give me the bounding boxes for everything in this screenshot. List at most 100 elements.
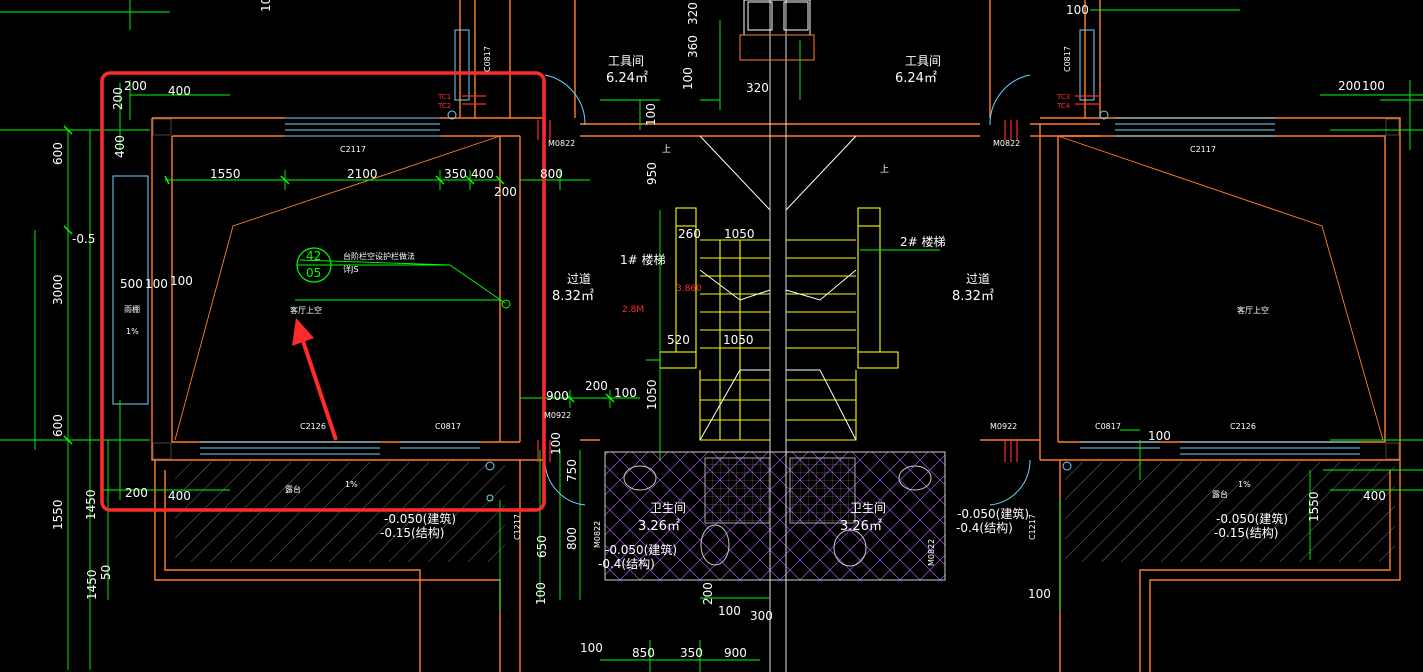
elevation-28: 2.8M bbox=[622, 305, 644, 315]
tag-m0922-left: M0922 bbox=[544, 411, 571, 420]
terrace-arch-left: -0.050(建筑) bbox=[384, 511, 456, 526]
slope-label-terrace: 1% bbox=[345, 480, 358, 489]
terrace-struct-left: -0.15(结构) bbox=[380, 525, 444, 540]
shower-tile-left bbox=[704, 457, 771, 524]
dim-1550r: 1550 bbox=[1307, 491, 1321, 522]
stair-dim-520: 520 bbox=[667, 333, 690, 347]
dim-320b: 320 bbox=[746, 81, 769, 95]
dim-400c: 400 bbox=[168, 489, 191, 503]
terrace-left-label: 露台 bbox=[285, 484, 301, 494]
center-axis bbox=[769, 0, 787, 672]
tag-c0817-left: C0817 bbox=[435, 422, 461, 431]
stair-dim-1050-top: 1050 bbox=[724, 227, 755, 241]
dim-360: 360 bbox=[686, 35, 700, 58]
stair-up-left: 上 bbox=[662, 144, 671, 155]
dim-100a: 100 bbox=[145, 277, 168, 291]
chimney bbox=[739, 0, 815, 61]
tag-tc3: TC3 bbox=[1056, 93, 1070, 101]
corridor-right-name: 过道 bbox=[966, 272, 990, 286]
dim-200f: 200 bbox=[125, 486, 148, 500]
dim-650: 650 bbox=[535, 535, 549, 558]
highlight-box[interactable] bbox=[100, 71, 546, 512]
stair-1-label: 1# 楼梯 bbox=[620, 252, 666, 267]
dim-600b: 600 bbox=[51, 414, 65, 437]
tag-c0817-top-left: C0817 bbox=[483, 46, 492, 72]
dim-600a: 600 bbox=[51, 142, 65, 165]
living-void-left: 客厅上空 bbox=[290, 305, 322, 315]
tool-room-left-name: 工具间 bbox=[608, 54, 644, 68]
dim-200a: 200 bbox=[124, 79, 147, 93]
dim-100r3: 100 bbox=[1028, 587, 1051, 601]
dim-50: 50 bbox=[99, 565, 113, 580]
dim-500: 500 bbox=[120, 277, 143, 291]
stair-2-label: 2# 楼梯 bbox=[900, 234, 946, 249]
sink-left bbox=[623, 465, 657, 491]
bath-right-name: 卫生间 bbox=[850, 501, 886, 515]
dim-350: 350 bbox=[444, 167, 467, 181]
dim-200r: 200 bbox=[1338, 79, 1361, 93]
dim-200c: 200 bbox=[494, 185, 517, 199]
wall-hatch bbox=[152, 118, 1400, 460]
dim-1050v: 1050 bbox=[645, 379, 659, 410]
bath-right-area: 3.26㎡ bbox=[840, 519, 882, 534]
tag-tc2: TC2 bbox=[437, 102, 451, 110]
callout-ref: 详JS bbox=[343, 264, 358, 274]
tag-m0822-top-left: M0822 bbox=[548, 139, 575, 148]
roof-outline bbox=[174, 135, 1384, 441]
dim-200v: 200 bbox=[111, 87, 125, 110]
dim-400d: 400 bbox=[1363, 489, 1386, 503]
dim-320a: 320 bbox=[686, 2, 700, 25]
detail-callout bbox=[296, 247, 511, 309]
dim-1450: 1450 bbox=[84, 489, 98, 520]
living-void-right: 客厅上空 bbox=[1237, 305, 1269, 315]
dim-400a: 400 bbox=[168, 84, 191, 98]
dim-350b: 350 bbox=[680, 646, 703, 660]
tag-c2117-left: C2117 bbox=[340, 145, 366, 154]
windows bbox=[112, 29, 1360, 455]
shower-tile-right bbox=[789, 457, 856, 524]
dim-800: 800 bbox=[540, 167, 563, 181]
dim-100top2: 100 bbox=[259, 0, 273, 12]
bath-arch-right: -0.050(建筑) bbox=[957, 506, 1029, 521]
terrace-left-hatch bbox=[175, 462, 505, 562]
elevation-red: 3.860 bbox=[676, 284, 702, 294]
dim-3000: 3000 bbox=[51, 274, 65, 305]
dim-850: 850 bbox=[632, 646, 655, 660]
tag-c0817-right: C0817 bbox=[1095, 422, 1121, 431]
dim-2100: 2100 bbox=[347, 167, 378, 181]
tag-tc1: TC1 bbox=[437, 93, 451, 101]
dim-400v: 400 bbox=[113, 135, 127, 158]
tag-c2126-left: C2126 bbox=[300, 422, 326, 431]
terrace-arch-right: -0.050(建筑) bbox=[1216, 511, 1288, 526]
tag-m0822-bath-left: M0822 bbox=[593, 521, 602, 548]
dim-750: 750 bbox=[565, 459, 579, 482]
bath-left-area: 3.26㎡ bbox=[638, 519, 680, 534]
stair-dim-260: 260 bbox=[678, 227, 701, 241]
dim-300: 300 bbox=[750, 609, 773, 623]
corridor-right-area: 8.32㎡ bbox=[952, 289, 994, 304]
dim-ticks bbox=[63, 125, 615, 445]
tool-room-right-name: 工具间 bbox=[905, 54, 941, 68]
tag-c2117-right: C2117 bbox=[1190, 145, 1216, 154]
bath-arch-left: -0.050(建筑) bbox=[605, 542, 677, 557]
tool-room-right-area: 6.24㎡ bbox=[895, 71, 937, 86]
dim-800v: 800 bbox=[565, 527, 579, 550]
dim-100b: 100 bbox=[170, 274, 193, 288]
drain-symbols bbox=[447, 110, 1109, 502]
dim-100d: 100 bbox=[681, 67, 695, 90]
rain-shelter-label: 雨棚 bbox=[124, 304, 140, 314]
tag-c0817-top-right: C0817 bbox=[1063, 46, 1072, 72]
dim-100e: 100 bbox=[644, 103, 658, 126]
toilet-right bbox=[833, 529, 867, 567]
dim-1550: 1550 bbox=[210, 167, 241, 181]
dim-200e: 200 bbox=[701, 582, 715, 605]
callout-sheet: 05 bbox=[306, 266, 321, 280]
dim-100f: 100 bbox=[549, 432, 563, 455]
stair-up-right: 上 bbox=[880, 164, 889, 175]
tag-c1217-right: C1217 bbox=[1028, 514, 1037, 540]
dim-900: 900 bbox=[546, 389, 569, 403]
dim-100g: 100 bbox=[534, 582, 548, 605]
corridor-left-name: 过道 bbox=[567, 272, 591, 286]
